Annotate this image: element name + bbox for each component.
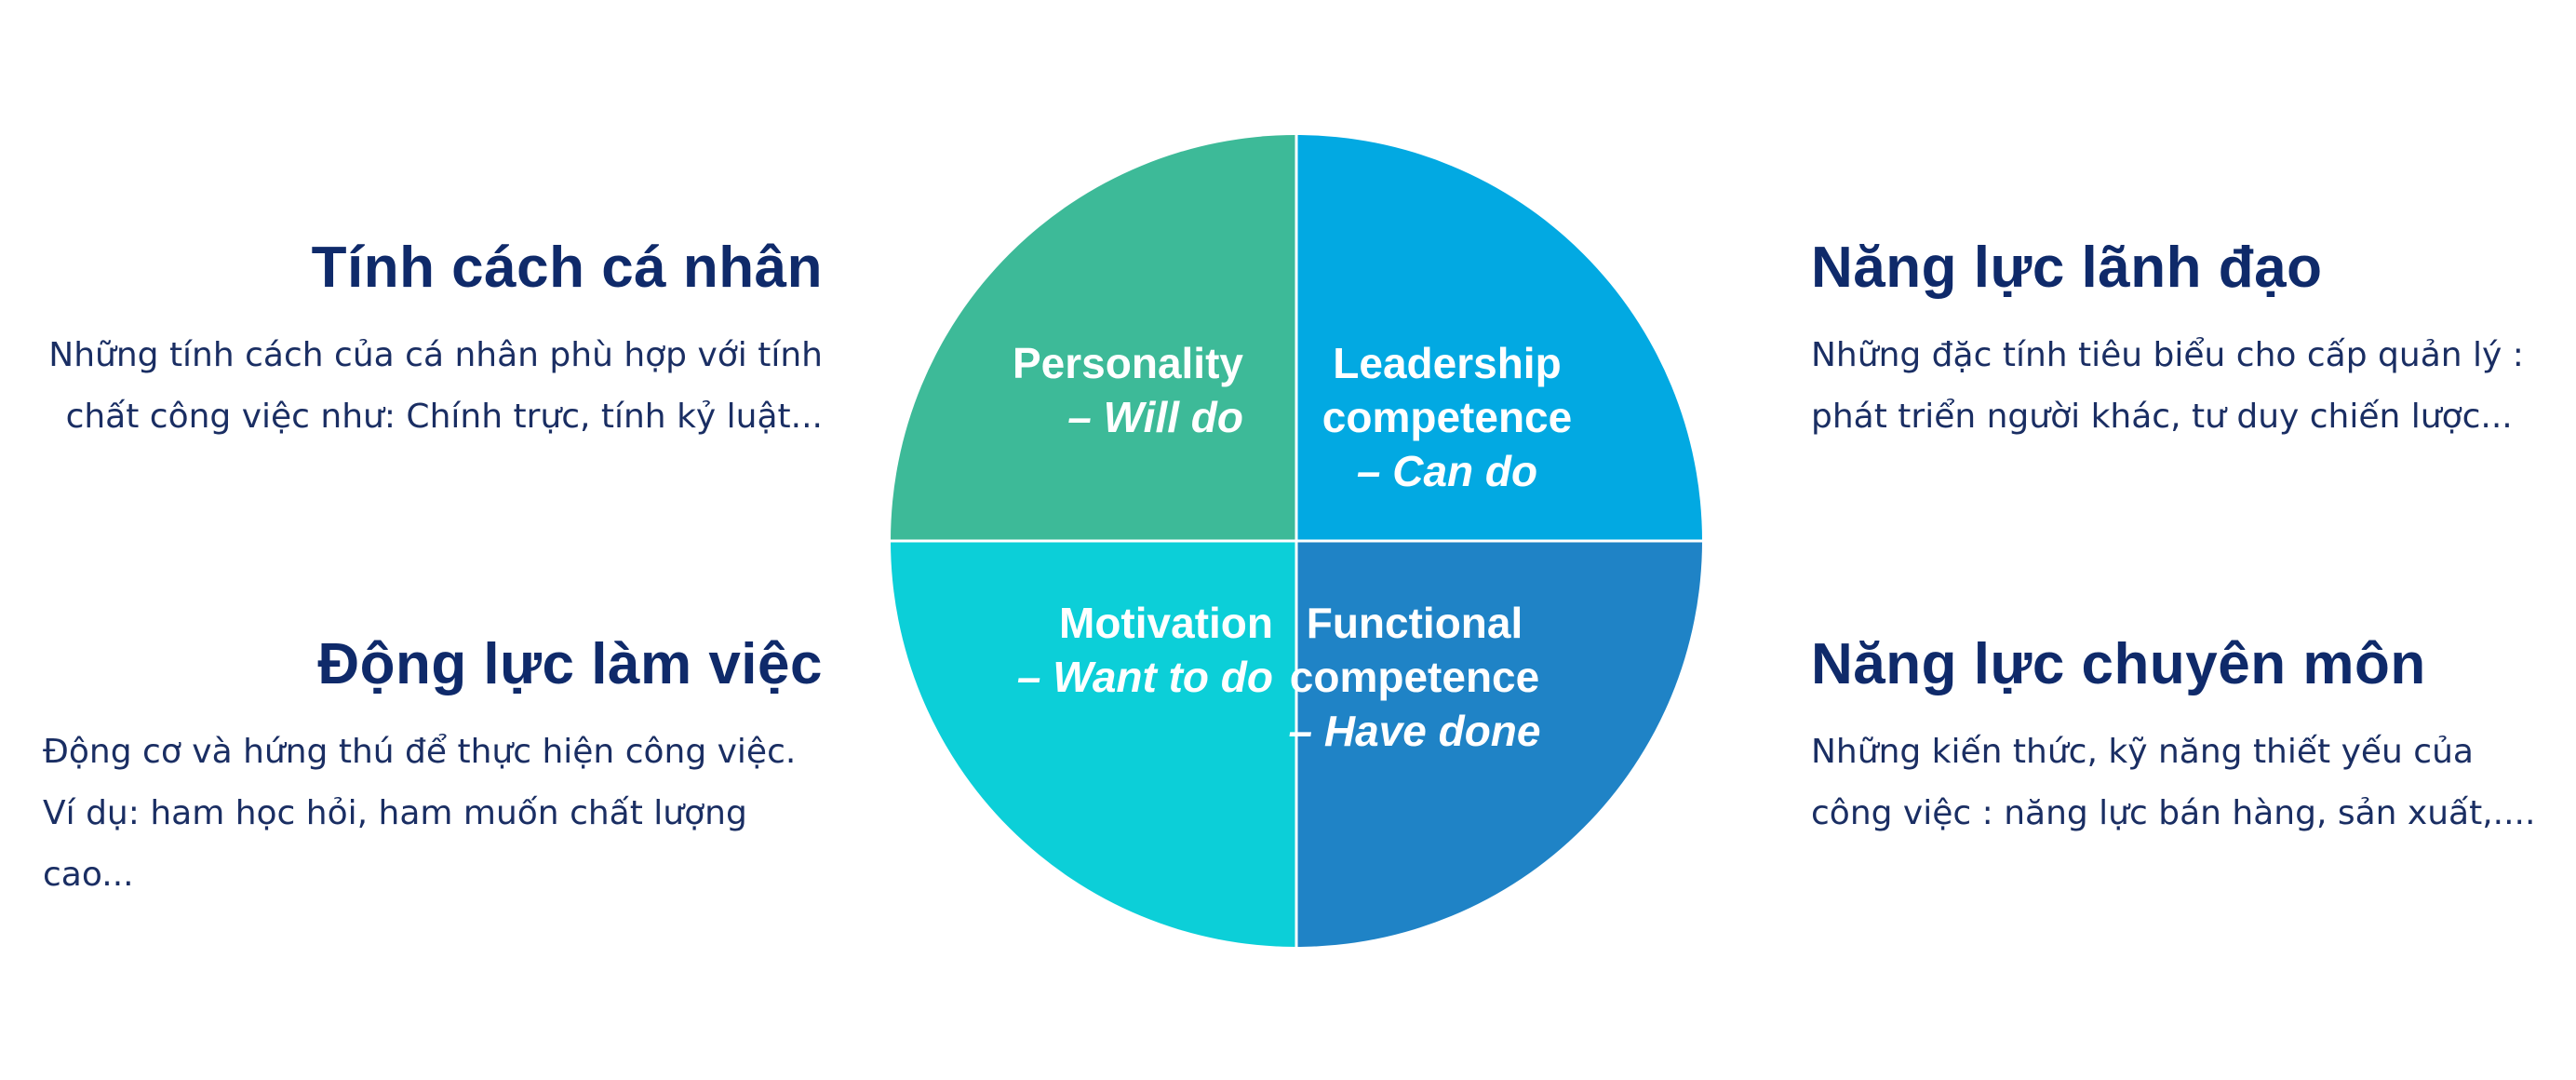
quadrant-motivation (891, 541, 1296, 947)
quadrant-motivation-line-1: Motivation (1059, 599, 1273, 647)
competency-circle-diagram (889, 133, 1704, 949)
quadrant-functional-line-1: Functional (1306, 599, 1523, 647)
leadership-desc-line-2: phát triển người khác, tư duy chiến lược… (1811, 398, 2513, 436)
functional-title: Năng lực chuyên môn (1811, 632, 2426, 696)
leadership-title: Năng lực lãnh đạo (1811, 236, 2323, 300)
motivation-desc-line-1: Động cơ và hứng thú để thực hiện công vi… (43, 733, 797, 771)
personality-title: Tính cách cá nhân (311, 236, 823, 300)
quadrant-label-motivation: Motivation – Want to do (1017, 596, 1273, 704)
quadrant-functional-line-2: competence (1289, 653, 1540, 701)
quadrant-motivation-line-2: – Want to do (1016, 653, 1273, 701)
quadrant-personality-line-1: Personality (1013, 339, 1243, 387)
quadrant-functional (1296, 541, 1702, 947)
motivation-description-block: Động lực làm việc Động cơ và hứng thú để… (0, 631, 823, 906)
quadrant-personality (891, 135, 1296, 541)
quadrant-leadership-line-3: – Can do (1356, 447, 1538, 495)
personality-description-block: Tính cách cá nhân Những tính cách của cá… (0, 235, 823, 448)
functional-desc-line-2: công việc : năng lực bán hàng, sản xuất,… (1811, 794, 2536, 832)
personality-desc-line-1: Những tính cách của cá nhân phù hợp với … (48, 336, 823, 374)
motivation-desc-line-2: Ví dụ: ham học hỏi, ham muốn chất lượng … (43, 794, 747, 894)
quadrant-label-functional: Functional competence – Have done (1228, 596, 1601, 758)
functional-description-block: Năng lực chuyên môn Những kiến thức, kỹ … (1811, 631, 2556, 844)
leadership-desc-line-1: Những đặc tính tiêu biểu cho cấp quản lý… (1811, 336, 2524, 374)
quadrant-leadership-line-2: competence (1322, 393, 1573, 441)
leadership-description-block: Năng lực lãnh đạo Những đặc tính tiêu bi… (1811, 235, 2556, 448)
quadrant-label-personality: Personality – Will do (1013, 336, 1243, 444)
motivation-title: Động lực làm việc (317, 632, 823, 696)
quadrant-leadership (1296, 135, 1702, 541)
quadrant-leadership-line-1: Leadership (1333, 339, 1562, 387)
quadrant-personality-line-2: – Will do (1067, 393, 1243, 441)
personality-desc-line-2: chất công việc như: Chính trực, tính kỷ … (65, 398, 823, 436)
quadrant-label-leadership: Leadership competence – Can do (1261, 336, 1633, 498)
quadrant-functional-line-3: – Have done (1288, 707, 1541, 755)
functional-desc-line-1: Những kiến thức, kỹ năng thiết yếu của (1811, 733, 2474, 771)
